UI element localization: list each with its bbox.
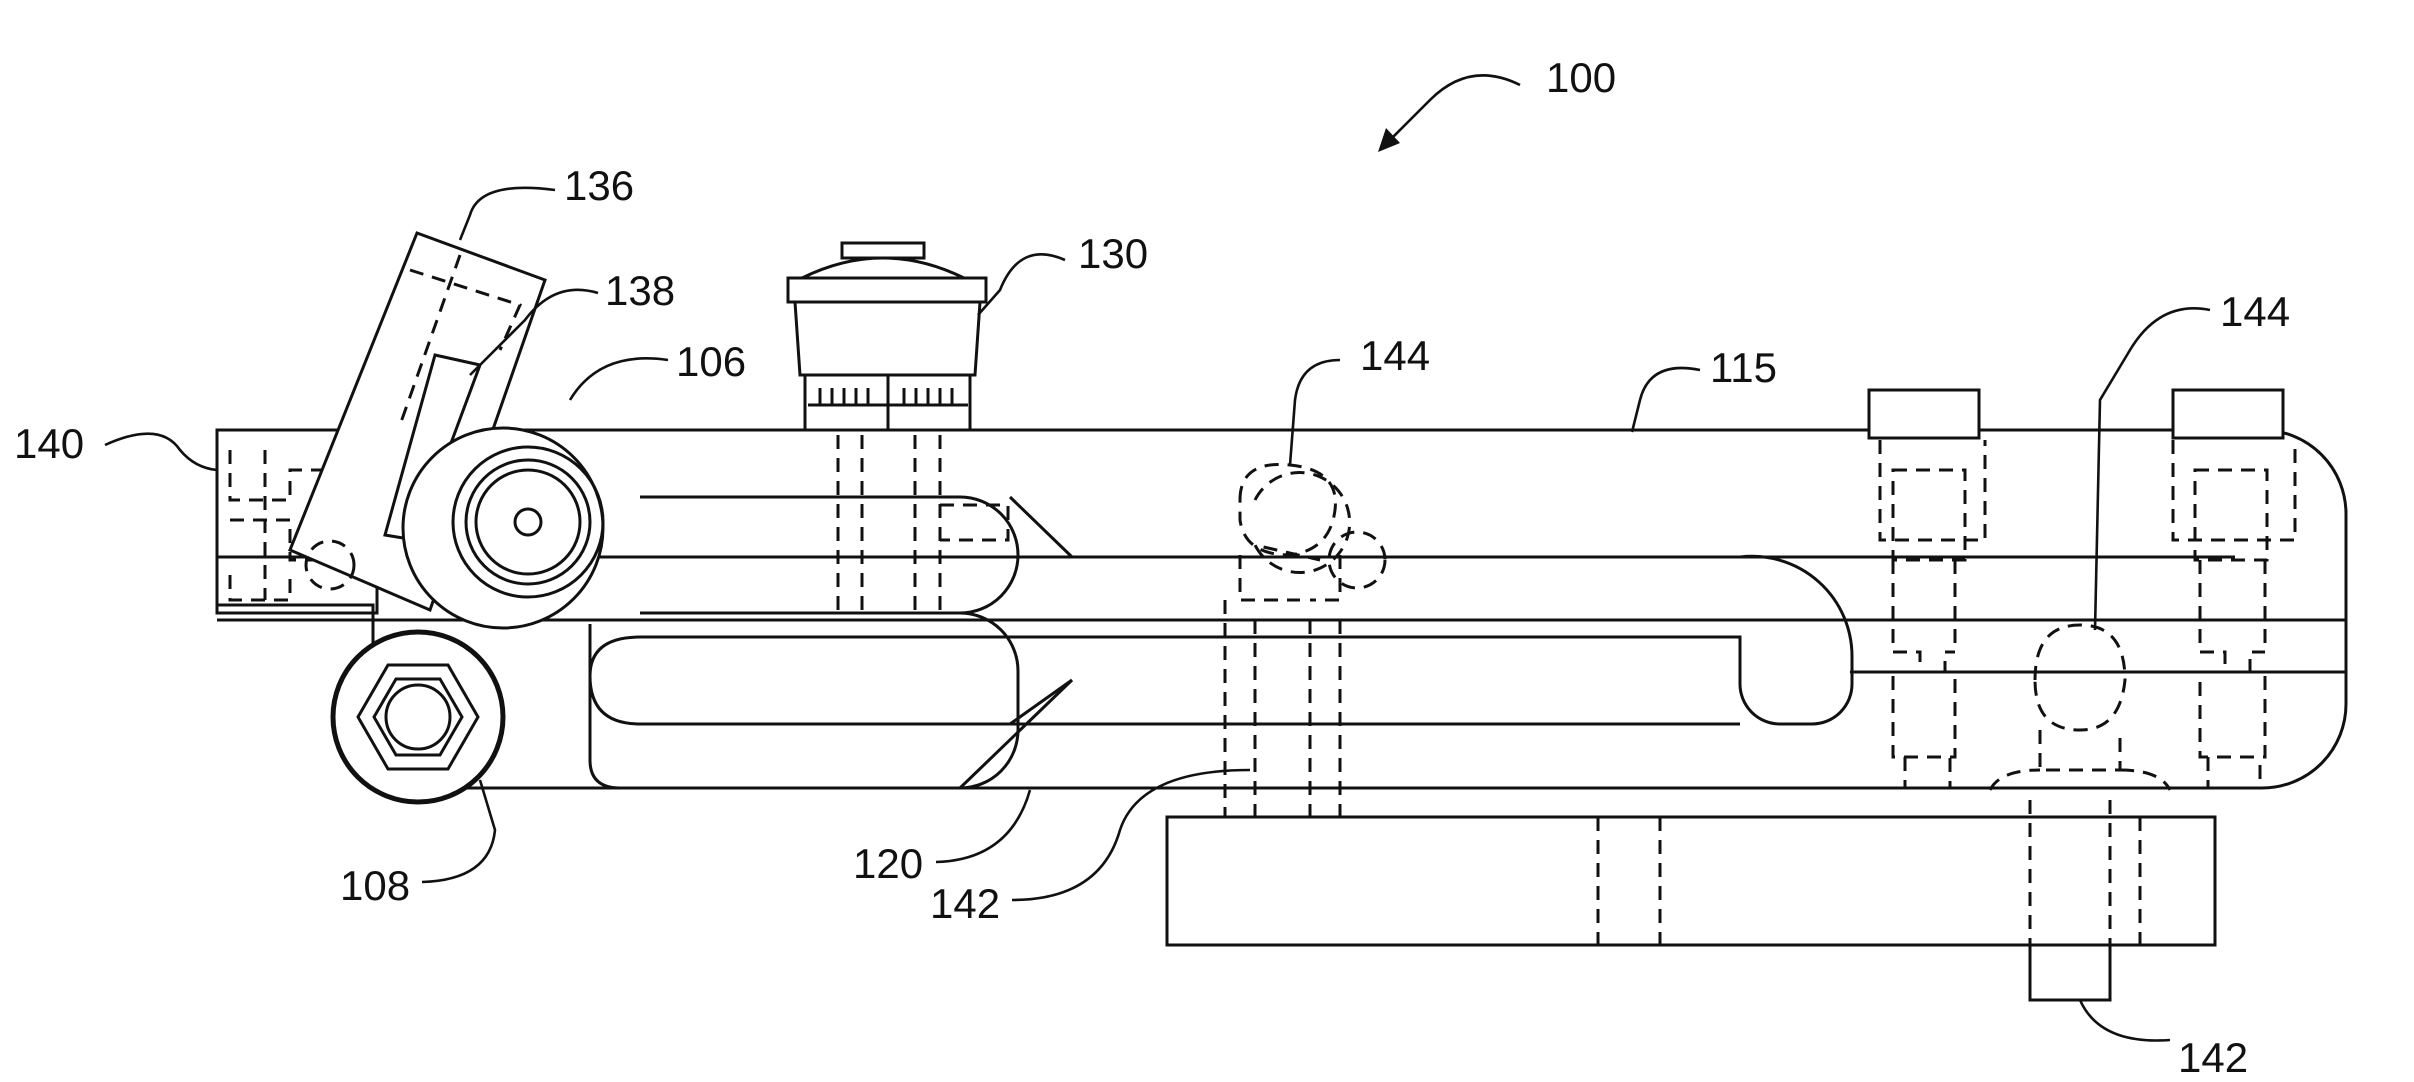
label-100: 100 <box>1546 54 1616 101</box>
knob-shaft-hidden <box>838 435 1008 612</box>
pulley-108 <box>332 631 504 803</box>
label-115: 115 <box>1710 344 1777 391</box>
label-138: 138 <box>605 267 675 314</box>
label-140: 140 <box>14 420 84 467</box>
label-120: 120 <box>853 840 923 887</box>
top-block-right-a <box>1869 390 1985 788</box>
pulley-106 <box>403 428 603 628</box>
knob-130 <box>788 243 986 430</box>
label-136: 136 <box>564 162 634 209</box>
label-108: 108 <box>340 862 410 909</box>
label-142-right: 142 <box>2178 1034 2248 1081</box>
top-block-right-b <box>2173 390 2295 788</box>
fastener-144-left <box>1225 464 1385 817</box>
fastener-144-right <box>1990 625 2170 790</box>
label-130: 130 <box>1078 230 1148 277</box>
base-plate <box>1167 800 2215 1000</box>
label-144-left: 144 <box>1360 332 1430 379</box>
label-106: 106 <box>676 338 746 385</box>
label-144-right: 144 <box>2220 288 2290 335</box>
label-142-left: 142 <box>930 880 1000 927</box>
